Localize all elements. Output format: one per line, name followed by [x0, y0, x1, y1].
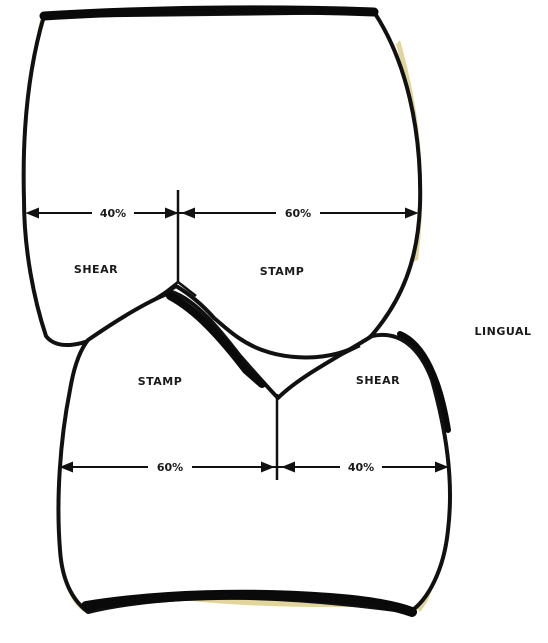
lower-left-percent: 60%: [157, 461, 183, 474]
upper-tooth: 40% 60% SHEAR STAMP: [24, 10, 421, 358]
upper-left-percent: 40%: [100, 207, 126, 220]
upper-right-region-label: STAMP: [260, 265, 305, 278]
lingual-label: LINGUAL: [475, 325, 532, 338]
lower-right-region-label: SHEAR: [356, 374, 400, 387]
upper-right-percent: 60%: [285, 207, 311, 220]
lower-right-percent: 40%: [348, 461, 374, 474]
lower-left-region-label: STAMP: [138, 375, 183, 388]
upper-tooth-outline: [24, 12, 421, 357]
upper-left-region-label: SHEAR: [74, 263, 118, 276]
